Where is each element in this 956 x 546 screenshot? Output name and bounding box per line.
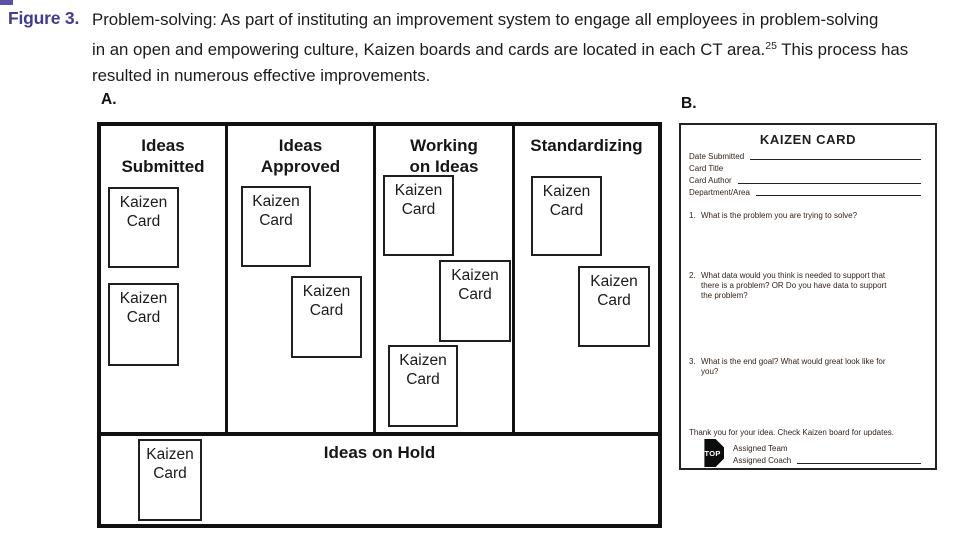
kaizen-card: Kaizen Card <box>291 276 362 358</box>
column-header-line1: Standardizing <box>530 136 643 155</box>
kaizen-card: Kaizen Card <box>108 283 179 366</box>
caption-line-1: Problem-solving: As part of instituting … <box>92 10 879 29</box>
question-number: 3. <box>689 357 696 366</box>
kaizen-card: Kaizen Card <box>578 266 650 347</box>
panel-a-label: A. <box>101 91 117 108</box>
column-header: Ideas Approved <box>228 126 373 177</box>
field-label: Assigned Coach <box>733 456 792 465</box>
question-number: 2. <box>689 271 696 280</box>
figure-caption-text: Problem-solving: As part of instituting … <box>92 7 944 89</box>
assignment-fields: Assigned Team Assigned Coach <box>733 441 921 465</box>
form-question-3: 3. What is the end goal? What would grea… <box>689 357 922 377</box>
figure-caption: Figure 3. Problem-solving: As part of in… <box>8 7 944 89</box>
kaizen-card: Kaizen Card <box>138 439 202 521</box>
column-header-line1: Ideas <box>278 136 323 155</box>
stop-sign-icon: STOP <box>704 439 724 467</box>
ideas-on-hold-row: Ideas on Hold Kaizen Card <box>101 432 658 524</box>
kaizen-card-form: KAIZEN CARD Date Submitted Card Title Ca… <box>679 123 937 470</box>
page-corner-decoration <box>0 0 13 5</box>
question-number: 1. <box>689 211 696 220</box>
field-card-title: Card Title <box>689 161 921 173</box>
column-header-line1: Working <box>410 136 478 155</box>
panel-b-label: B. <box>681 95 697 112</box>
question-line: you? <box>701 367 719 376</box>
form-question-1: 1. What is the problem you are trying to… <box>689 211 922 221</box>
column-header: Working on Ideas <box>376 126 512 177</box>
caption-line-3: resulted in numerous effective improveme… <box>92 66 431 85</box>
kaizen-card: Kaizen Card <box>531 176 602 256</box>
form-title: KAIZEN CARD <box>759 132 857 147</box>
ideas-on-hold-label: Ideas on Hold <box>323 443 436 462</box>
field-assigned-team: Assigned Team <box>733 441 921 453</box>
blank-line <box>755 195 921 196</box>
question-line: the problem? <box>701 291 748 300</box>
field-label: Date Submitted <box>689 152 745 161</box>
column-header: Ideas Submitted <box>101 126 225 177</box>
form-question-2: 2. What data would you think is needed t… <box>689 271 922 301</box>
kaizen-card: Kaizen Card <box>388 345 458 427</box>
column-header-line2: on Ideas <box>409 157 479 176</box>
field-date-submitted: Date Submitted <box>689 149 921 161</box>
question-line: What is the problem you are trying to so… <box>701 211 858 220</box>
field-label: Assigned Team <box>733 444 788 453</box>
board-column-standardizing: Standardizing Kaizen Card Kaizen Card <box>515 126 658 432</box>
caption-line-2: in an open and empowering culture, Kaize… <box>92 33 944 63</box>
kaizen-card: Kaizen Card <box>108 187 179 268</box>
blank-line <box>797 463 921 464</box>
question-line: What is the end goal? What would great l… <box>701 357 886 366</box>
kaizen-card: Kaizen Card <box>383 175 454 256</box>
caption-line-2-text: in an open and empowering culture, Kaize… <box>92 40 766 59</box>
question-text: What is the end goal? What would great l… <box>701 357 886 377</box>
column-header-line1: Ideas <box>141 136 185 155</box>
field-card-author: Card Author <box>689 173 921 185</box>
blank-line <box>737 183 921 184</box>
form-thank-you-note: Thank you for your idea. Check Kaizen bo… <box>689 428 895 437</box>
board-column-ideas-submitted: Ideas Submitted Kaizen Card Kaizen Card <box>101 126 228 432</box>
question-text: What data would you think is needed to s… <box>701 271 886 301</box>
kaizen-board-columns: Ideas Submitted Kaizen Card Kaizen Card … <box>101 126 658 432</box>
column-header-line2: Approved <box>260 157 341 176</box>
form-assignment-block: STOP Assigned Team Assigned Coach <box>696 438 921 468</box>
column-header-line2: Submitted <box>121 157 205 176</box>
kaizen-board: Ideas Submitted Kaizen Card Kaizen Card … <box>97 122 662 528</box>
kaizen-card: Kaizen Card <box>439 260 511 342</box>
question-line: What data would you think is needed to s… <box>701 271 886 280</box>
caption-footnote-superscript: 25 <box>765 40 777 52</box>
form-fields: Date Submitted Card Title Card Author De… <box>689 149 921 197</box>
field-department-area: Department/Area <box>689 185 921 197</box>
figure-number-label: Figure 3. <box>8 8 80 28</box>
field-label: Card Author <box>689 176 732 185</box>
field-label: Department/Area <box>689 188 750 197</box>
field-assigned-coach: Assigned Coach <box>733 453 921 465</box>
column-header: Standardizing <box>515 126 658 156</box>
board-column-working-on-ideas: Working on Ideas Kaizen Card Kaizen Card… <box>376 126 515 432</box>
field-label: Card Title <box>689 164 724 173</box>
question-line: there is a problem? OR Do you have data … <box>701 281 887 290</box>
blank-line <box>750 159 921 160</box>
board-column-ideas-approved: Ideas Approved Kaizen Card Kaizen Card <box>228 126 376 432</box>
question-text: What is the problem you are trying to so… <box>701 211 857 221</box>
kaizen-card: Kaizen Card <box>241 186 311 267</box>
caption-line-2-tail: This process has <box>776 40 909 59</box>
